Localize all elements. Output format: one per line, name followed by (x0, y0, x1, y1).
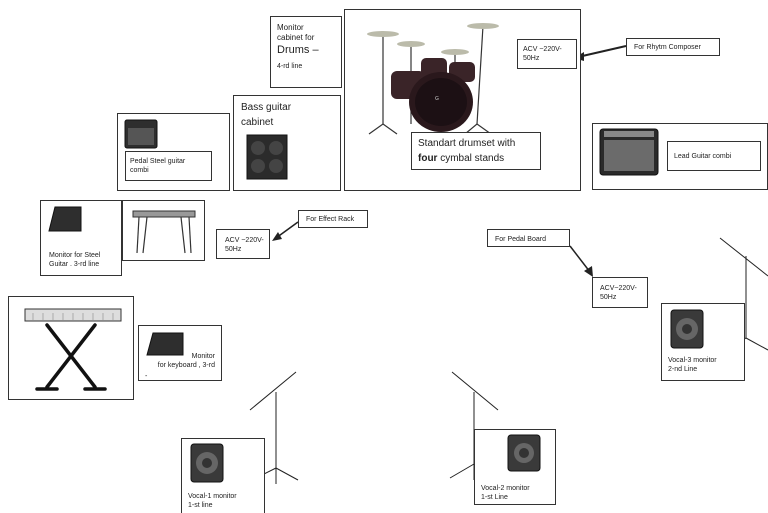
vocal-3-monitor-icon (670, 309, 704, 349)
arrow-rhythm-composer (577, 45, 627, 58)
steel-monitor-icon (48, 206, 82, 232)
lead-guitar-amp-icon (599, 128, 659, 176)
drums-monitor-line1: Monitor (277, 23, 304, 32)
pedal-steel-guitar-icon (132, 210, 196, 254)
effect-rack-label: For Effect Rack (306, 216, 355, 223)
keyboard-box (8, 296, 134, 400)
effect-power-box: ACV ~220V- 50Hz (216, 229, 270, 259)
vocal-2-monitor-icon (507, 434, 541, 472)
steel-monitor-label: Monitor for Steel Guitar . 3-rd line (49, 252, 101, 268)
drumset-caption-box: Standart drumset with four cymbal stands (411, 132, 541, 170)
bass-cabinet-line2: cabinet (241, 117, 274, 128)
effect-power-label: ACV ~220V- 50Hz (225, 237, 264, 253)
drums-monitor-line3: Drums – (277, 44, 319, 56)
arrow-head-effect (272, 232, 282, 241)
pedal-steel-combi-label: Pedal Steel guitar combi (130, 158, 186, 174)
pedal-steel-guitar-box (122, 200, 205, 261)
pedal-board-box: For Pedal Board (487, 229, 570, 247)
vocal-3-monitor-label: Vocal-3 monitor 2-nd Line (668, 357, 717, 373)
pedal-steel-combi-label-box: Pedal Steel guitar combi (125, 151, 212, 181)
keyboard-icon (24, 308, 122, 391)
drum-power-label: ACV ~220V- 50Hz (523, 46, 562, 62)
arrow-effect-rack (275, 221, 299, 239)
vocal-1-monitor-icon (190, 443, 224, 483)
keyboard-monitor-box: Monitor for keyboard , 3-rd - (138, 325, 222, 381)
vocal-1-monitor-label: Vocal-1 monitor 1-st line (188, 493, 237, 509)
drum-power-box (517, 39, 577, 69)
lead-guitar-label-box: Lead Guitar combi (667, 141, 761, 171)
drumset-caption-line1: Standart drumset with (418, 138, 516, 149)
pedal-board-label: For Pedal Board (495, 236, 546, 243)
lead-guitar-box: Lead Guitar combi (592, 123, 768, 190)
keyboard-monitor-icon (146, 332, 184, 356)
steel-guitar-monitor-box: Monitor for Steel Guitar . 3-rd line (40, 200, 122, 276)
drumset-icon: G (367, 23, 499, 135)
arrow-pedal-board (569, 245, 591, 273)
bass-cabinet-line1: Bass guitar (241, 102, 292, 113)
keyboard-monitor-dash: - (145, 373, 148, 380)
bass-cabinet-icon (246, 134, 288, 180)
drumset-caption-rest: cymbal stands (437, 153, 505, 164)
keyboard-monitor-label: Monitor for keyboard , 3-rd (157, 353, 215, 369)
drums-monitor-line2: cabinet for (277, 33, 315, 42)
lead-guitar-label: Lead Guitar combi (674, 153, 732, 160)
pedal-steel-amp-icon (124, 119, 158, 149)
pedal-power-label: ACV~220V- 50Hz (600, 285, 637, 301)
vocal-3-monitor-box: Vocal-3 monitor 2-nd Line (661, 303, 745, 381)
pedal-power-box: ACV~220V- 50Hz (592, 277, 648, 308)
svg-text:G: G (435, 96, 439, 102)
drums-monitor-line4: 4-rd line (277, 63, 303, 70)
drumset-caption-bold: four (418, 153, 438, 164)
vocal-2-monitor-box: Vocal-2 monitor 1-st Line (474, 429, 556, 505)
rhythm-composer-label: For Rhytm Composer (634, 44, 701, 51)
vocal-2-monitor-label: Vocal-2 monitor 1-st Line (481, 485, 530, 501)
bass-cabinet-box: Bass guitar cabinet (233, 95, 341, 191)
arrow-head-pedal (584, 266, 593, 277)
effect-rack-box: For Effect Rack (298, 210, 368, 228)
drums-monitor-box: Monitor cabinet for Drums – 4-rd line (270, 16, 342, 88)
vocal-1-monitor-box: Vocal-1 monitor 1-st line (181, 438, 265, 513)
rhythm-composer-box: For Rhytm Composer (626, 38, 720, 56)
drumset-box: G ACV ~220V- 50Hz Standart drumset with … (344, 9, 581, 191)
pedal-steel-combi-box: Pedal Steel guitar combi (117, 113, 230, 191)
